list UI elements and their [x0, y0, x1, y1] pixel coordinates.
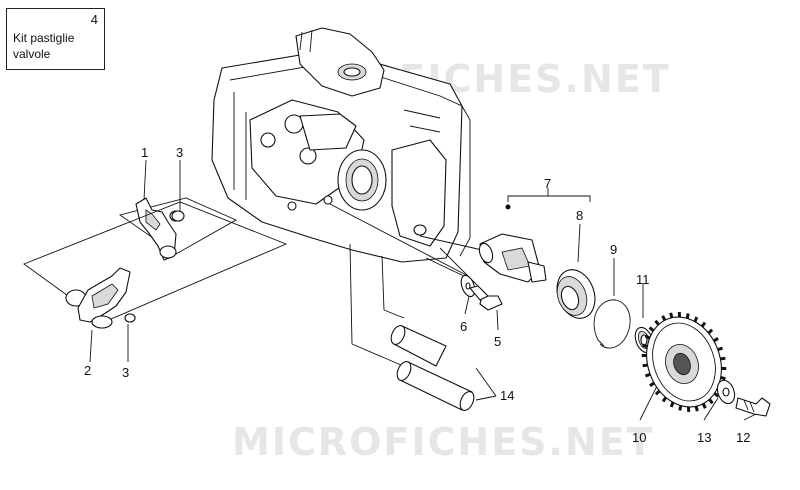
part-3-pads — [124, 210, 185, 323]
part-12-bolt — [735, 397, 771, 417]
part-14-pins — [390, 324, 475, 412]
part-9-circlip — [593, 299, 631, 349]
part-5-bolt — [469, 285, 503, 311]
sprocket-tooth — [708, 398, 714, 405]
kit-label-line-1: Kit pastiglie — [13, 31, 75, 45]
sprocket-tooth — [669, 401, 675, 408]
kit-label-line-2: valvole — [13, 47, 51, 61]
kit-callout-box: 4 Kit pastiglie valvole — [6, 8, 105, 70]
callout-12: 12 — [736, 430, 750, 445]
callout-1: 1 — [141, 145, 148, 160]
sprocket-tooth — [693, 316, 699, 323]
sprocket-tooth — [717, 346, 724, 352]
rocker-2-assembly — [23, 201, 288, 329]
sprocket-tooth — [713, 337, 719, 343]
sprocket-tooth — [661, 396, 668, 403]
kit-callout-number: 4 — [90, 12, 98, 27]
sprocket-tooth — [720, 356, 726, 361]
sprocket-tooth — [669, 312, 674, 319]
callout-13: 13 — [697, 430, 711, 445]
callout-6: 6 — [460, 319, 467, 334]
kit-callout-label: Kit pastiglie valvole — [13, 30, 74, 62]
part-10-sprocket — [641, 312, 727, 412]
part-6-washer — [460, 274, 476, 298]
rocker-1-assembly — [118, 197, 238, 261]
sprocket-tooth — [642, 343, 648, 348]
callout-3-upper: 3 — [176, 145, 183, 160]
callout-10: 10 — [632, 430, 646, 445]
sprocket-tooth — [644, 372, 651, 378]
sprocket-tooth — [648, 326, 655, 332]
part-13-washer — [716, 379, 736, 405]
sprocket-tooth — [701, 403, 707, 409]
sprocket-tooth — [720, 376, 726, 381]
sprocket-tooth — [685, 313, 690, 319]
callout-8: 8 — [576, 208, 583, 223]
cylinder-head — [211, 27, 471, 263]
sprocket-tooth — [661, 315, 667, 321]
callout-2: 2 — [84, 363, 91, 378]
callout-7: 7 — [544, 176, 551, 191]
part-7-camshaft — [478, 233, 547, 283]
sprocket-tooth — [700, 321, 707, 328]
callout-11: 11 — [636, 272, 650, 287]
sprocket-tooth — [644, 334, 651, 340]
sprocket-tooth — [654, 319, 660, 326]
sprocket-tooth — [707, 328, 714, 335]
callout-3-lower: 3 — [122, 365, 129, 380]
sprocket-tooth — [713, 392, 720, 398]
sprocket-tooth — [678, 405, 683, 411]
sprocket-tooth — [649, 381, 655, 387]
watermark-bottom: MICROFICHES.NET — [232, 420, 655, 464]
sprocket-tooth — [642, 363, 648, 368]
callout-5: 5 — [494, 334, 501, 349]
sprocket-teeth — [641, 312, 727, 412]
part-8-bearing — [556, 269, 596, 319]
callout-9: 9 — [610, 242, 617, 257]
callout-14: 14 — [500, 388, 514, 403]
sprocket-tooth — [654, 389, 661, 396]
sprocket-tooth — [694, 405, 699, 412]
